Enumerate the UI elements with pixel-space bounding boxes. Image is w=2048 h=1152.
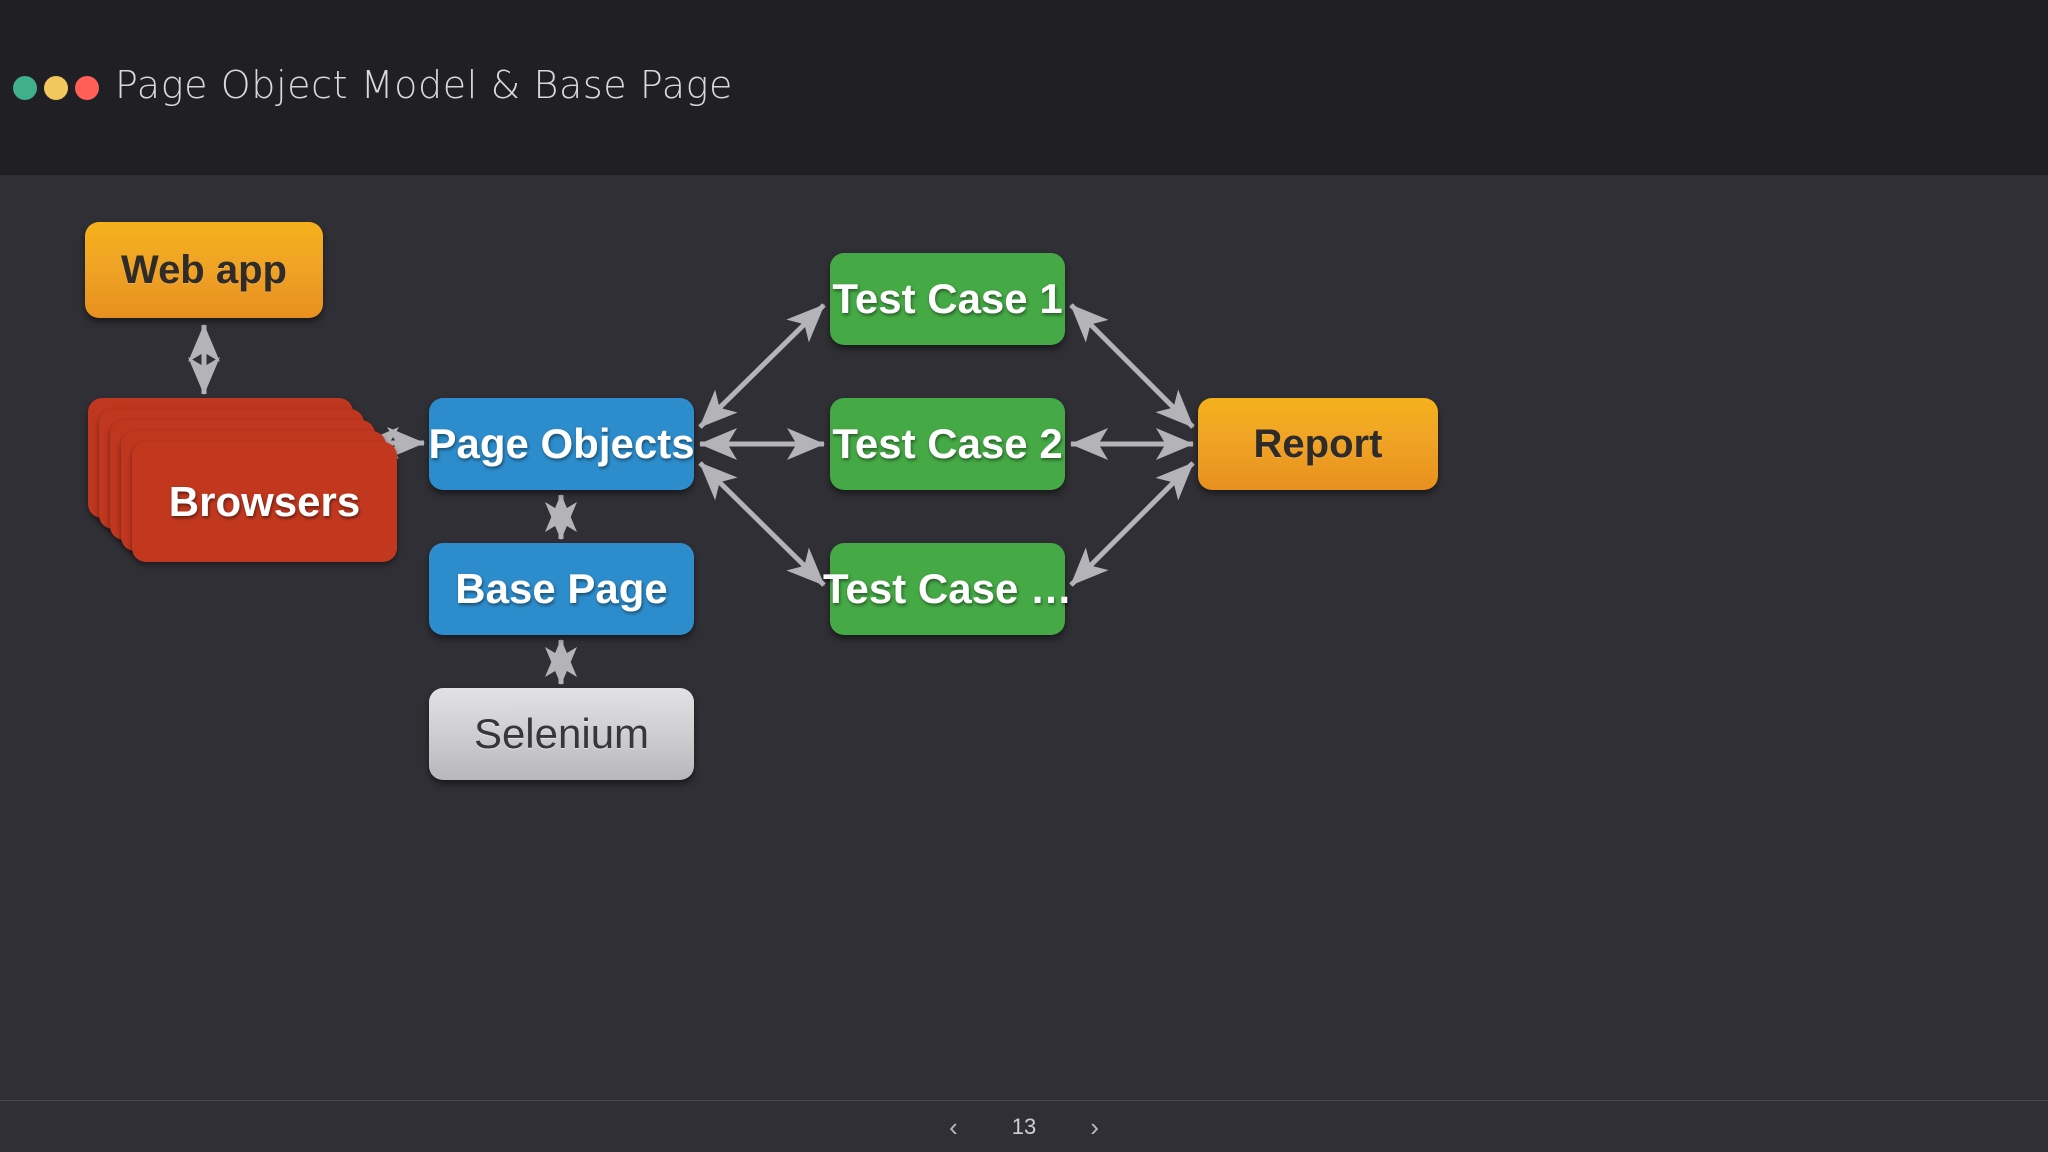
node-test-case-n-label: Test Case … — [823, 565, 1072, 612]
edge-testcase1-report — [1069, 303, 1195, 429]
node-selenium-label: Selenium — [473, 710, 650, 757]
node-browsers-label: Browsers — [168, 478, 361, 525]
node-base-page-label: Base Page — [455, 565, 668, 612]
node-report-label: Report — [1253, 421, 1383, 466]
node-browsers[interactable]: Browsers — [88, 398, 398, 563]
page-title: Page Object Model & Base Page — [115, 63, 733, 107]
node-base-page[interactable]: Base Page — [429, 543, 694, 635]
node-page-objects[interactable]: Page Objects — [428, 398, 695, 490]
window-controls — [13, 76, 99, 100]
node-web-app-label: Web app — [121, 247, 287, 292]
node-web-app[interactable]: Web app — [85, 222, 323, 318]
diagram-connectors — [188, 303, 1195, 685]
maximize-dot[interactable] — [75, 76, 99, 100]
slide-number: 13 — [1011, 1113, 1037, 1139]
diagram-canvas: Web app Browsers Page Objects Base Page … — [0, 175, 2048, 1100]
minimize-dot[interactable] — [44, 76, 68, 100]
previous-slide-icon[interactable]: ‹ — [949, 1111, 958, 1142]
node-report[interactable]: Report — [1198, 398, 1438, 490]
node-test-case-1-label: Test Case 1 — [832, 275, 1063, 322]
node-test-case-2[interactable]: Test Case 2 — [830, 398, 1065, 490]
node-test-case-1[interactable]: Test Case 1 — [830, 253, 1065, 345]
browsers-sheet-1 — [132, 442, 397, 562]
node-test-case-n[interactable]: Test Case … — [823, 543, 1072, 635]
next-slide-icon[interactable]: › — [1090, 1111, 1099, 1142]
node-test-case-2-label: Test Case 2 — [832, 420, 1063, 467]
node-page-objects-label: Page Objects — [428, 420, 695, 467]
edge-pageobjects-testcasen — [698, 461, 826, 587]
edge-pageobjects-testcase1 — [698, 303, 826, 429]
slide-pagination: ‹ 13 › — [0, 1100, 2048, 1152]
edge-testcasen-report — [1069, 461, 1195, 587]
node-selenium[interactable]: Selenium — [429, 688, 694, 780]
title-bar: Page Object Model & Base Page — [0, 0, 2048, 175]
close-dot[interactable] — [13, 76, 37, 100]
node-browsers-face: Browsers — [132, 442, 397, 562]
